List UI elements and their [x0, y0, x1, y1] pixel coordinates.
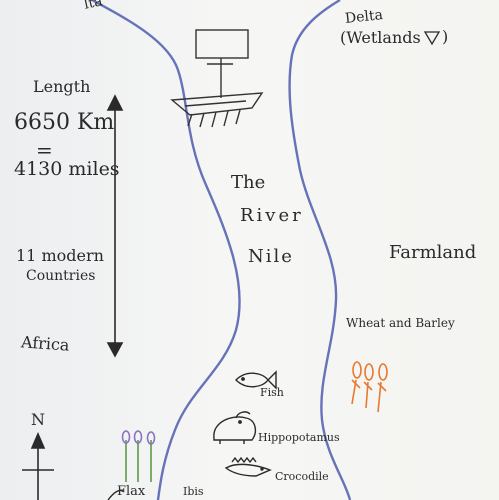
equals-label: =: [36, 138, 53, 162]
length-arrow-icon: [106, 94, 124, 358]
delta-triangle-icon: [423, 31, 441, 46]
crocodile-label: Crocodile: [275, 470, 329, 483]
ibis-label: Ibis: [183, 485, 204, 498]
length-miles-label: 4130 miles: [14, 158, 120, 180]
north-arrow-icon: [22, 431, 54, 500]
length-label: Length: [33, 77, 91, 96]
title-river: River: [240, 205, 304, 226]
hippopotamus-icon: [213, 411, 257, 444]
crops-label: Wheat and Barley: [346, 316, 455, 330]
ibis-icon: [107, 489, 125, 500]
countries-line1: 11 modern: [16, 246, 104, 265]
north-label: N: [31, 410, 45, 429]
flax-icon: [121, 430, 156, 482]
title-nile: Nile: [248, 246, 294, 267]
wheat-icon: [351, 361, 388, 413]
delta-paren-close: ): [442, 27, 449, 46]
hippopotamus-label: Hippopotamus: [258, 431, 340, 444]
countries-line2: Countries: [26, 268, 96, 284]
fish-label: Fish: [260, 386, 284, 399]
fish-icon: [235, 370, 277, 390]
length-km-label: 6650 Km: [14, 110, 115, 135]
crocodile-icon: [224, 456, 272, 477]
farmland-label: Farmland: [389, 242, 477, 263]
flax-label: Flax: [117, 484, 146, 499]
delta-label: Delta: [344, 7, 384, 27]
boat-icon: [170, 29, 264, 128]
river-east-bank: [288, 0, 352, 500]
river-west-bank: [91, 0, 241, 500]
title-the: The: [231, 172, 266, 193]
delta-wetlands-label: (Wetlands: [340, 28, 421, 47]
continent-label: Africa: [20, 332, 71, 355]
